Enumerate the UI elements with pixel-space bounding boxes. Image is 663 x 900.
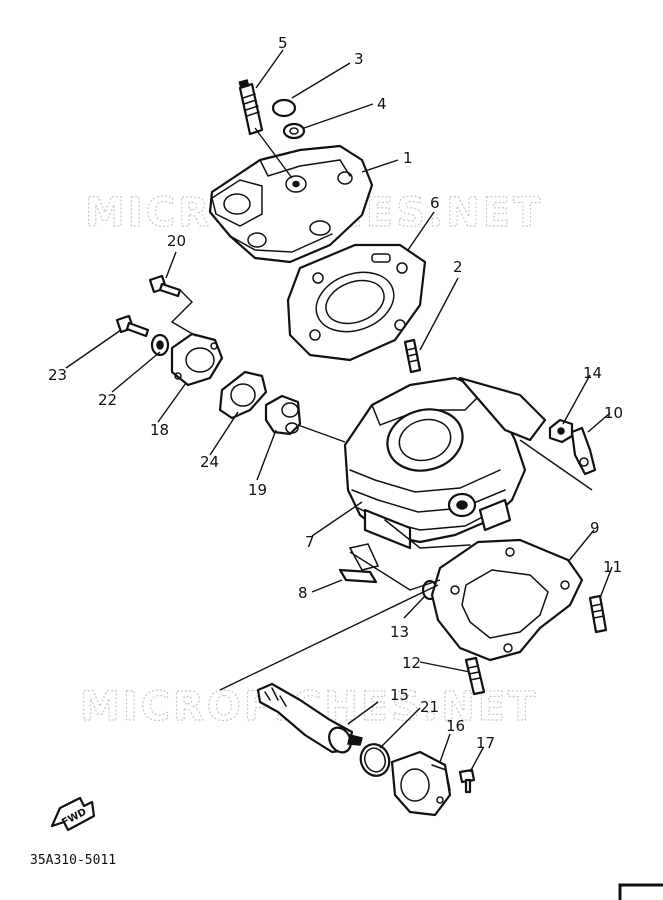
callout-14: 14: [583, 364, 602, 382]
part-11-stud: [588, 594, 608, 634]
part-3-cap: [271, 98, 297, 118]
part-4-washer: [282, 122, 306, 140]
callout-1: 1: [403, 149, 413, 167]
part-1-cylinder-head: [208, 144, 374, 264]
callout-10: 10: [604, 404, 623, 422]
callout-8: 8: [298, 584, 308, 602]
part-23-bolt: [115, 314, 150, 338]
callout-labels: 5 3 4 1 6 20 2 23 22 18 24 19 14 10 7 9 …: [48, 34, 623, 752]
part-6-head-gasket: [286, 243, 427, 362]
part-20-bolt: [148, 274, 182, 298]
diagram-code: 35A310-5011: [30, 853, 116, 868]
callout-4: 4: [377, 95, 387, 113]
part-5-spark-plug: [238, 79, 264, 136]
callout-9: 9: [590, 519, 600, 537]
callout-19: 19: [248, 481, 267, 499]
part-14-nut: [548, 418, 574, 444]
part-24-gasket: [218, 370, 268, 420]
callout-5: 5: [278, 34, 288, 52]
part-16-valve-holder: [390, 750, 452, 817]
callout-3: 3: [354, 50, 364, 68]
callout-15: 15: [390, 686, 409, 704]
callout-6: 6: [430, 194, 440, 212]
part-22-washer: [150, 333, 170, 357]
frame-corner: [618, 883, 663, 900]
part-8-seal: [338, 543, 380, 584]
leader-lines: [65, 49, 613, 773]
part-15-valve: [256, 682, 363, 754]
callout-23: 23: [48, 366, 67, 384]
callout-11: 11: [603, 558, 622, 576]
callout-21: 21: [420, 698, 439, 716]
part-10-bracket: [570, 426, 597, 476]
part-18-flange-cover: [170, 332, 224, 387]
fwd-arrow: FWD: [50, 796, 96, 832]
callout-22: 22: [98, 391, 117, 409]
callout-24: 24: [200, 453, 219, 471]
part-21-o-ring: [359, 743, 391, 777]
callout-17: 17: [476, 734, 495, 752]
callout-18: 18: [150, 421, 169, 439]
part-12-stud: [464, 656, 486, 696]
part-19-joint: [264, 394, 302, 436]
callout-13: 13: [390, 623, 409, 641]
part-17-screw: [458, 768, 476, 794]
callout-12: 12: [402, 654, 421, 672]
callout-16: 16: [446, 717, 465, 735]
part-9-base-gasket: [430, 538, 584, 662]
part-7-cylinder: [343, 376, 547, 550]
callout-2: 2: [453, 258, 463, 276]
part-2-stud: [403, 338, 422, 374]
callout-20: 20: [167, 232, 186, 250]
callout-7: 7: [305, 533, 315, 551]
